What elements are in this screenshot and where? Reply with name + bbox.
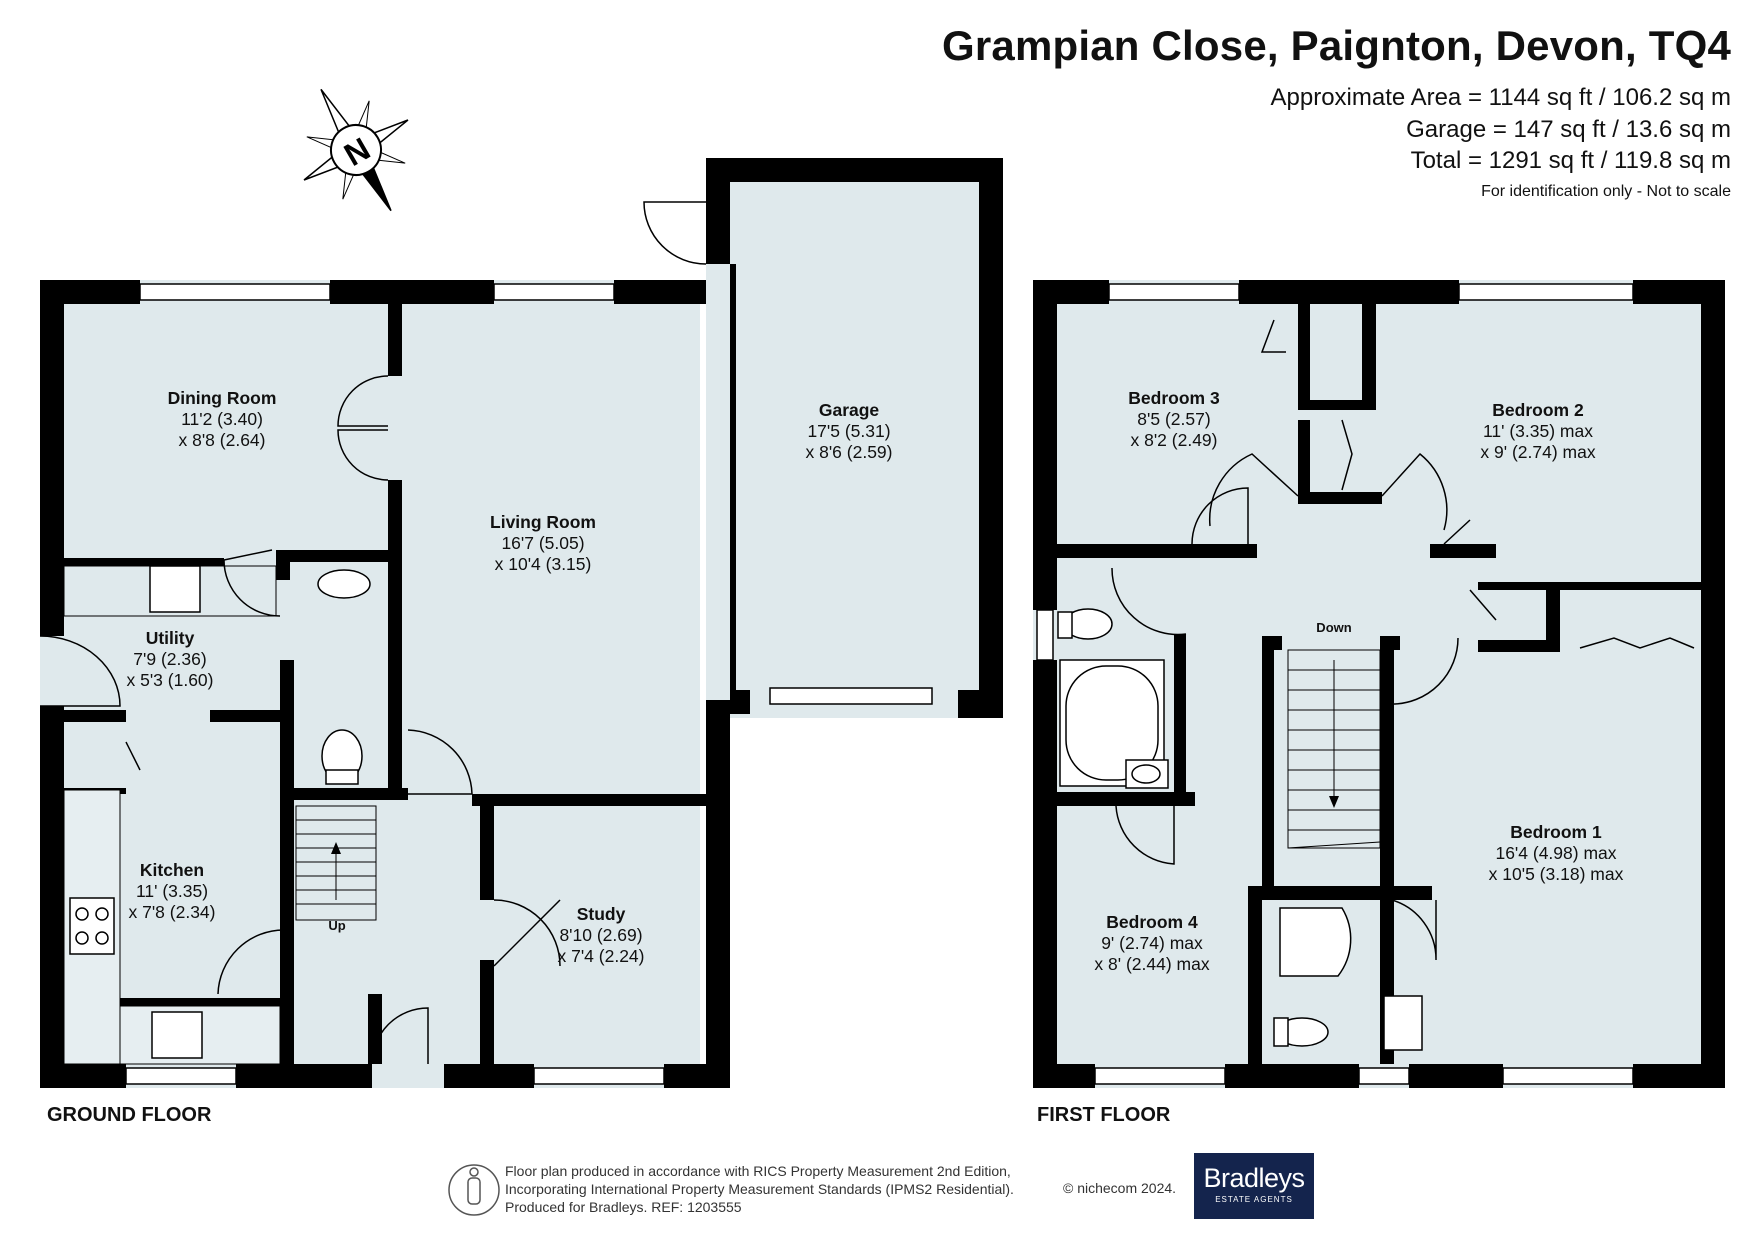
room-dim-2: x 8' (2.44) max <box>1094 954 1210 974</box>
room-dim-1: 17'5 (5.31) <box>807 421 891 441</box>
room-dining: Dining Room 11'2 (3.40) x 8'8 (2.64) <box>168 388 277 451</box>
page-title: Grampian Close, Paignton, Devon, TQ4 <box>942 22 1731 69</box>
room-dim-1: 16'4 (4.98) max <box>1495 843 1617 863</box>
footer-line-2: Incorporating International Property Mea… <box>505 1181 1014 1197</box>
room-name: Garage <box>818 400 880 420</box>
disclaimer-note: For identification only - Not to scale <box>1481 183 1731 200</box>
room-bedroom-2: Bedroom 2 11' (3.35) max x 9' (2.74) max <box>1480 400 1595 463</box>
room-bedroom-4: Bedroom 4 9' (2.74) max x 8' (2.44) max <box>1094 912 1209 975</box>
room-dim-2: x 8'2 (2.49) <box>1130 430 1218 450</box>
garage-area: Garage = 147 sq ft / 13.6 sq m <box>1406 116 1731 143</box>
room-name: Living Room <box>490 512 596 532</box>
room-name: Bedroom 1 <box>1510 822 1602 842</box>
first-floor-label: FIRST FLOOR <box>1037 1104 1171 1126</box>
room-dim-1: 7'9 (2.36) <box>133 649 207 669</box>
room-dim-2: x 10'4 (3.15) <box>494 554 592 574</box>
total-area: Total = 1291 sq ft / 119.8 sq m <box>1410 147 1731 174</box>
footer-line-3: Produced for Bradleys. REF: 1203555 <box>505 1199 742 1215</box>
stairs-down-label: Down <box>1316 620 1352 635</box>
room-dim-2: x 7'8 (2.34) <box>128 902 216 922</box>
approximate-area: Approximate Area = 1144 sq ft / 106.2 sq… <box>1270 84 1732 111</box>
room-dim-1: 9' (2.74) max <box>1101 933 1203 953</box>
room-bedroom-3: Bedroom 3 8'5 (2.57) x 8'2 (2.49) <box>1128 388 1219 451</box>
room-utility: Utility 7'9 (2.36) x 5'3 (1.60) <box>127 628 214 691</box>
logo-name: Bradleys <box>1203 1163 1305 1193</box>
room-dim-2: x 8'8 (2.64) <box>178 430 266 450</box>
room-living: Living Room 16'7 (5.05) x 10'4 (3.15) <box>490 512 596 575</box>
room-dim-2: x 8'6 (2.59) <box>805 442 893 462</box>
credit-text: © nichecom 2024. <box>1063 1180 1177 1196</box>
room-garage: Garage 17'5 (5.31) x 8'6 (2.59) <box>806 400 893 463</box>
room-name: Utility <box>145 628 195 648</box>
room-dim-1: 8'10 (2.69) <box>559 925 643 945</box>
stairs-up-label: Up <box>328 918 346 933</box>
first-floor-plan <box>1033 280 1725 1088</box>
room-name: Bedroom 2 <box>1492 400 1584 420</box>
bradleys-logo: Bradleys ESTATE AGENTS <box>1194 1153 1314 1219</box>
room-kitchen: Kitchen 11' (3.35) x 7'8 (2.34) <box>129 860 216 923</box>
logo-tagline: ESTATE AGENTS <box>1215 1195 1293 1204</box>
measurement-standard-icon <box>448 1164 500 1216</box>
room-dim-1: 16'7 (5.05) <box>501 533 585 553</box>
room-dim-2: x 7'4 (2.24) <box>557 946 645 966</box>
ground-floor-plan <box>39 158 1003 1088</box>
room-dim-1: 11'2 (3.40) <box>181 409 263 429</box>
ground-floor-label: GROUND FLOOR <box>47 1104 212 1126</box>
room-name: Study <box>576 904 626 924</box>
compass-icon <box>303 88 409 212</box>
room-name: Bedroom 3 <box>1128 388 1220 408</box>
room-dim-1: 11' (3.35) <box>135 881 209 901</box>
room-dim-2: x 5'3 (1.60) <box>126 670 214 690</box>
room-dim-1: 11' (3.35) max <box>1482 421 1593 441</box>
room-dim-2: x 10'5 (3.18) max <box>1488 864 1624 884</box>
room-dim-2: x 9' (2.74) max <box>1480 442 1596 462</box>
room-name: Dining Room <box>167 388 277 408</box>
room-bedroom-1: Bedroom 1 16'4 (4.98) max x 10'5 (3.18) … <box>1489 822 1624 885</box>
room-dim-1: 8'5 (2.57) <box>1137 409 1211 429</box>
footer-text: Floor plan produced in accordance with R… <box>505 1162 1014 1216</box>
footer-line-1: Floor plan produced in accordance with R… <box>505 1163 1011 1179</box>
room-name: Kitchen <box>139 860 205 880</box>
room-name: Bedroom 4 <box>1106 912 1198 932</box>
room-study: Study 8'10 (2.69) x 7'4 (2.24) <box>558 904 645 967</box>
